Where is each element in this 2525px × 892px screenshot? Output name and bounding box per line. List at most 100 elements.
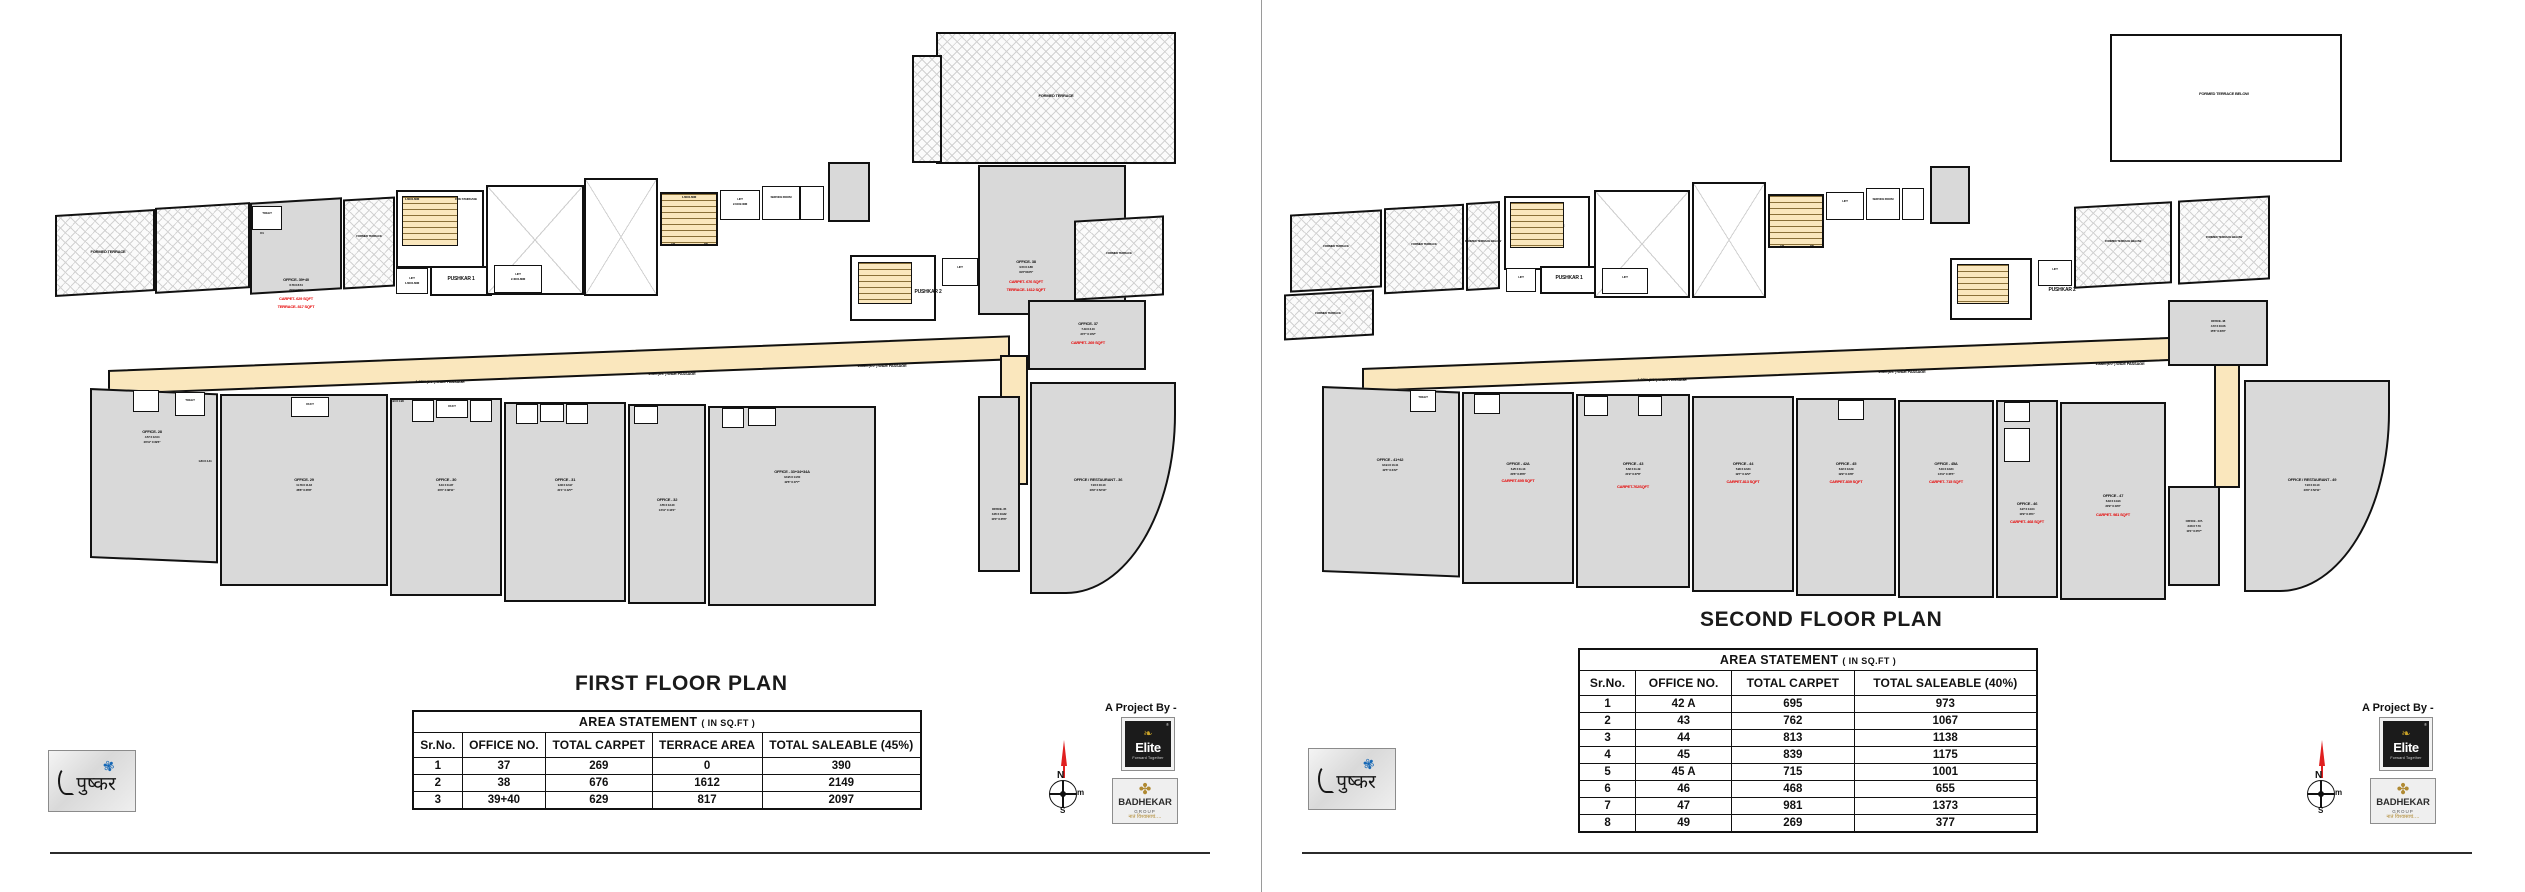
table-row: 1 37 269 0 390 xyxy=(412,757,922,775)
staircase-block xyxy=(1768,194,1824,248)
dn-label: DN xyxy=(704,242,708,246)
office-45a-room xyxy=(1898,400,1994,598)
compass-east-label: m xyxy=(2335,788,2343,797)
toilet-room xyxy=(470,400,492,422)
room-carpet-office-45a: CARPET- 715 SQFT xyxy=(1929,479,1963,484)
sheet-divider xyxy=(1261,0,1262,892)
cell-total-saleable: 390 xyxy=(761,757,922,775)
room-label-office-43: OFFICE - 43 xyxy=(1622,461,1644,466)
room-carpet-office-38: CARPET- 676 SQFT xyxy=(1009,279,1043,284)
office-42a-room xyxy=(1462,392,1574,584)
cell-total-carpet: 269 xyxy=(545,757,653,775)
formed-terrace-block xyxy=(1290,209,1382,293)
duct-room xyxy=(634,406,658,424)
cell-total-saleable: 2149 xyxy=(761,774,922,792)
room-label-office-48: OFFICE- 48 xyxy=(2210,319,2226,323)
badhekar-logo-name: BADHEKAR xyxy=(2376,797,2430,809)
cell-office-no: 37 xyxy=(461,757,547,775)
room-dim-ft-office-44: 19'7" X 42'2" xyxy=(1735,472,1751,476)
service-room-label: SERVICE ROOM xyxy=(770,195,792,199)
compass-rose-icon xyxy=(2307,780,2335,808)
badhekar-logo: ✤ BADHEKAR GROUP नातं विश्वासाचं.... xyxy=(1112,778,1178,824)
col-sr-no: Sr.No. xyxy=(1578,670,1637,696)
room-label-terrace-3: FORMED TERRACE xyxy=(1411,242,1437,246)
room-dim-m-office-47a: 3.08 X 7.79 xyxy=(2187,524,2201,528)
service-room xyxy=(762,186,800,220)
room-dim-ft-office-30: 20'0" X 38'11" xyxy=(437,488,455,492)
office-48-room xyxy=(2168,300,2268,366)
office-37-room xyxy=(1028,300,1146,370)
cell-total-carpet: 468 xyxy=(1731,780,1855,798)
cell-total-saleable: 1138 xyxy=(1853,729,2038,747)
room-dim-m-office-37: 7.49 X 3.10 xyxy=(1081,327,1095,331)
lift-label: LIFT xyxy=(1622,275,1628,279)
flower-icon: ✤ xyxy=(1138,781,1152,799)
toilet-label: TOILET xyxy=(262,211,272,215)
office-47-room xyxy=(2060,402,2166,600)
cell-office-no: 43 xyxy=(1635,712,1733,730)
cell-sr-no: 3 xyxy=(1578,729,1637,747)
caption-text: AREA STATEMENT xyxy=(578,715,698,729)
lift-room xyxy=(494,265,542,293)
compass-north-label: N xyxy=(2315,770,2323,781)
table-row: 2 38 676 1612 2149 xyxy=(412,774,922,792)
pushkar-2-core xyxy=(828,162,870,222)
lift-room xyxy=(720,190,760,220)
compass-north-label: N xyxy=(1057,770,1065,781)
pushkar-logo-text: पुष्कर xyxy=(76,772,116,795)
lift-label: LIFT xyxy=(1842,199,1848,203)
compass-stem xyxy=(2320,764,2323,778)
room-label-office-42a: OFFICE - 42A xyxy=(1506,461,1530,466)
passage-label-1: 1.83M (6'0") WIDE PASSAGE xyxy=(1637,377,1687,382)
open-to-sky-block xyxy=(584,178,658,296)
pushkar-1-label: PUSHKAR 1 xyxy=(447,276,475,282)
duct-room xyxy=(291,397,329,417)
col-total-saleable: TOTAL SALEABLE (40%) xyxy=(1853,670,2038,696)
room-label-office-46: OFFICE - 46 xyxy=(2016,501,2038,506)
room-label-office-33-34: OFFICE - 33+34+34A xyxy=(774,469,810,474)
stair-treads xyxy=(402,196,458,246)
elite-logo-tagline: Forward Together xyxy=(1132,755,1164,760)
office-29-room xyxy=(220,394,388,586)
room-dim-ft-office-29: 38'8" X 36'8" xyxy=(296,488,312,492)
project-by-label: A Project By - xyxy=(1105,702,1177,714)
room-terrace-office-38: TERRACE- 1612 SQFT xyxy=(1006,287,1046,292)
room-dim-m-office-43: 6.62 X 11.49 xyxy=(1625,467,1641,471)
formed-terrace-top-right xyxy=(936,32,1176,164)
bottom-rule-second xyxy=(1302,852,2472,854)
cell-total-carpet: 762 xyxy=(1731,712,1855,730)
room-label-terrace-2: FORMED TERRACE xyxy=(1315,311,1341,315)
pushkar-1-lobby xyxy=(430,266,492,296)
room-label-office-37: OFFICE- 37 xyxy=(1078,321,1098,326)
room-dim-ft-office-48: 15'6" X 33'0" xyxy=(2210,329,2226,333)
elite-logo-tagline: Forward Together xyxy=(2390,755,2422,760)
office-45-room xyxy=(1796,398,1896,596)
room-label-office-36: OFFICE / RESTAURANT - 36 xyxy=(1073,477,1123,482)
pushkar-logo: ✾ पुष्कर xyxy=(48,750,136,812)
door-d1-label: D1 xyxy=(260,231,264,235)
pushkar-2-core xyxy=(1930,166,1970,224)
office-30-room xyxy=(390,398,502,596)
room-label-terrace-below: FORMED TERRACE BELOW xyxy=(2199,91,2249,96)
cell-total-carpet: 813 xyxy=(1731,729,1855,747)
logo-swoosh xyxy=(58,767,74,795)
cell-terrace-area: 1612 xyxy=(651,774,763,792)
up-label: UP xyxy=(1780,244,1784,248)
cell-total-saleable: 1067 xyxy=(1853,712,2038,730)
elite-logo: ® ❧ Elite Forward Together xyxy=(1121,717,1175,771)
compass-south-label: S xyxy=(1060,806,1066,815)
room-dim-m-office-41-42: 12.94 X 10.41 xyxy=(1381,463,1399,467)
office-41-42-room xyxy=(1322,386,1460,578)
room-label-terrace-1: FORMED TERRACE xyxy=(1323,244,1349,248)
room-label-office-44: OFFICE - 44 xyxy=(1732,461,1754,466)
col-office-no: OFFICE NO. xyxy=(1635,670,1733,696)
room-label-terrace-6: FORMED TERRACE BELOW xyxy=(2205,235,2243,239)
room-dim-ft-office-31: 31'1" X 42'7" xyxy=(557,488,573,492)
room-dim-m-office-45: 6.02 X 13.29 xyxy=(1838,467,1854,471)
cell-office-no: 45 A xyxy=(1635,763,1733,781)
room-terrace-office-39-40: TERRACE- 817 SQFT xyxy=(277,304,315,309)
room-label-office-41-42: OFFICE - 41+42 xyxy=(1376,457,1404,462)
cell-total-carpet: 676 xyxy=(545,774,653,792)
